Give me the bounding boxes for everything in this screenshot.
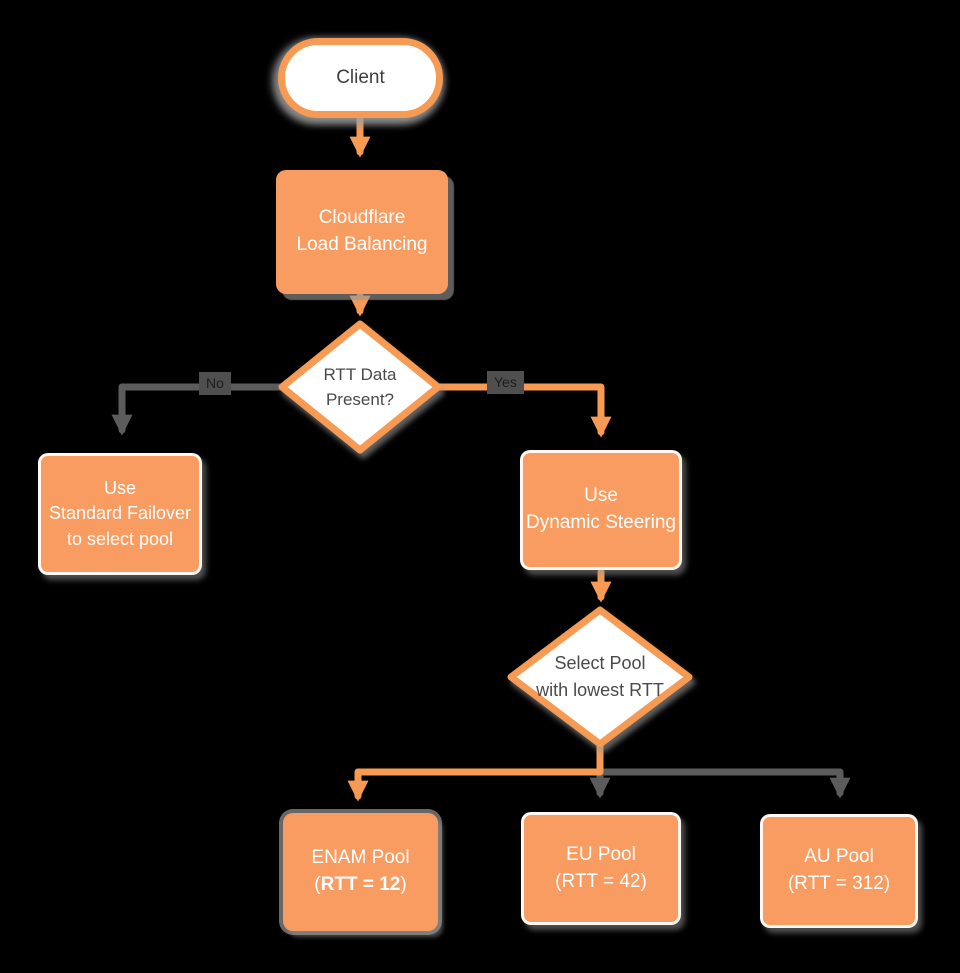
node-enam-pool: ENAM Pool (RTT = 12) [283,813,438,931]
node-rtt-decision-line1: RTT Data [323,364,397,384]
node-select-pool: Select Pool with lowest RTT [506,605,694,749]
node-rtt-decision-line2: Present? [325,390,395,409]
node-eu-pool: EU Pool (RTT = 42) [521,812,681,925]
node-au-pool-title: AU Pool [804,846,874,868]
edge-select-pool-to-enam-pool [347,738,604,802]
node-eu-pool-rtt: (RTT = 42) [555,870,647,892]
node-standard-failover-line3: to select pool [66,528,174,549]
node-select-pool-line1: Select Pool [554,653,646,673]
node-au-pool-rtt: (RTT = 312) [787,873,891,894]
node-load-balancer: Cloudflare Load Balancing [276,170,448,294]
node-select-pool-line2: with lowest RTT [536,680,664,700]
node-client-label: Client [336,67,385,88]
node-dynamic-steering-line1: Use [584,485,618,507]
node-dynamic-steering-line2: Dynamic Steering [526,512,676,533]
enam-rtt-value: RTT = 12 [320,874,401,895]
node-eu-pool-title: EU Pool [566,843,636,865]
node-au-pool: AU Pool (RTT = 312) [760,814,918,928]
edge-rtt-decision-to-standard-failover [111,383,291,436]
node-load-balancer-line2: Load Balancing [296,234,428,255]
edge-select-pool-to-au-pool [596,768,851,799]
node-client: Client [278,38,443,118]
select-pool-diamond-shape [507,606,693,748]
node-rtt-decision: RTT Data Present? [277,319,443,455]
node-standard-failover: Use Standard Failover to select pool [38,453,202,575]
node-load-balancer-line1: Cloudflare [318,207,406,229]
rtt-decision-diamond-shape [278,320,442,454]
edge-label-yes: Yes [487,371,524,394]
node-dynamic-steering: Use Dynamic Steering [520,450,682,570]
node-enam-pool-title: ENAM Pool [311,847,410,869]
node-enam-pool-rtt: (RTT = 12) [314,874,407,895]
node-standard-failover-line1: Use [103,477,136,498]
edge-label-no: No [199,372,231,395]
node-standard-failover-line2: Standard Failover [48,503,192,524]
